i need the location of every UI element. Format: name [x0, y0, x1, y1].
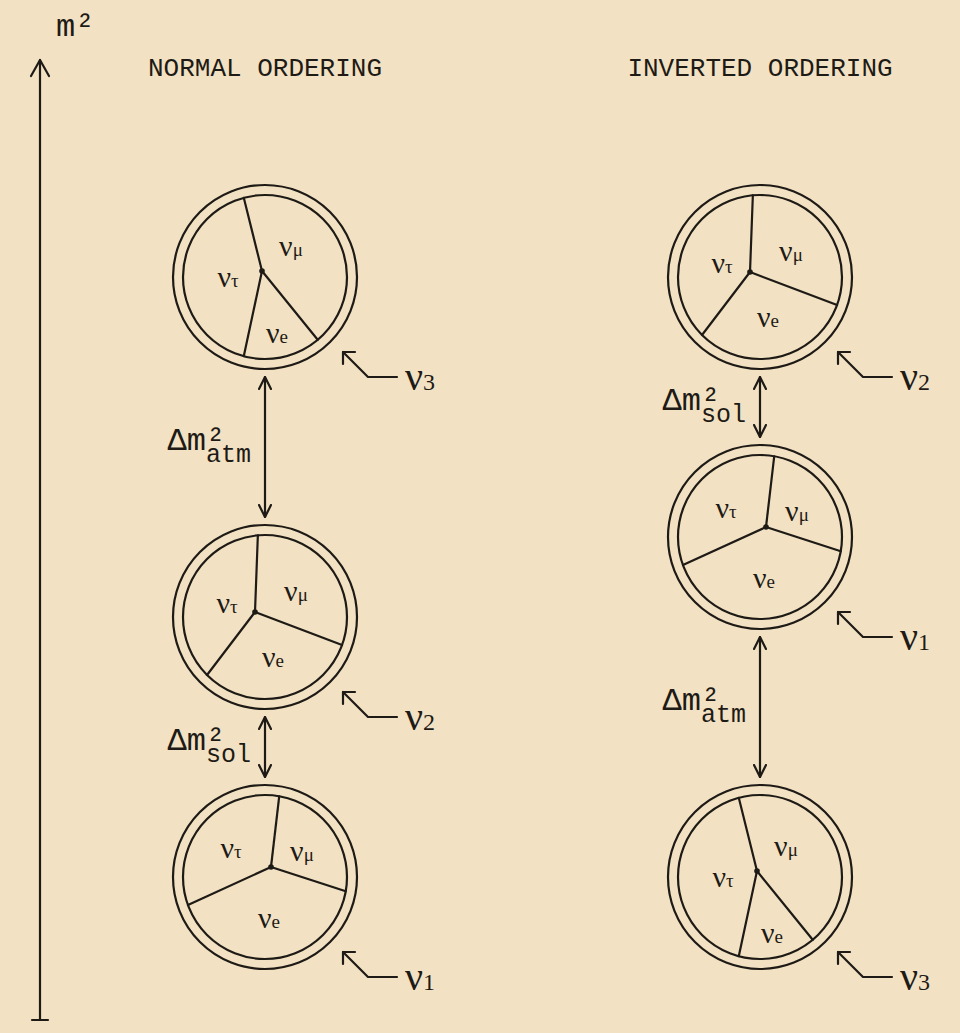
ring-outline — [183, 535, 347, 699]
leader-arrowhead — [838, 352, 850, 364]
splitting-subscript: sol — [701, 403, 746, 428]
flavor-divider — [188, 867, 271, 905]
leader-arrowhead — [343, 952, 355, 964]
ring-outline — [183, 195, 347, 359]
mass-state-circle: νμ ντ νe — [171, 783, 359, 971]
mass-state-label: ν1 — [900, 617, 930, 657]
column-heading: INVERTED ORDERING — [627, 56, 892, 82]
pie-outline — [666, 183, 854, 371]
ring-outline — [678, 795, 842, 959]
splitting-arrow — [264, 377, 266, 517]
pie-outline — [171, 523, 359, 711]
leader-arrow — [343, 952, 397, 977]
leader-arrow — [838, 612, 892, 637]
ring-outline — [173, 185, 357, 369]
pie-outline — [666, 783, 854, 971]
pie-outline — [666, 443, 854, 631]
flavor-label: ντ — [715, 493, 736, 523]
axis-arrowhead — [31, 60, 49, 76]
mass-state-circle: νμ ντνe — [171, 183, 359, 371]
flavor-label: νe — [262, 642, 284, 672]
column-heading: NORMAL ORDERING — [148, 56, 382, 82]
mass-state-circle: νμ ντνe — [171, 523, 359, 711]
flavor-label: νe — [757, 302, 779, 332]
splitting-subscript: sol — [206, 743, 251, 768]
ring-outline — [668, 785, 852, 969]
pie-outline — [171, 183, 359, 371]
leader-arrowhead — [343, 692, 355, 704]
flavor-divider — [207, 612, 255, 675]
junction-dot — [763, 524, 769, 530]
mass-state-circle: νμ ντνe — [666, 183, 854, 371]
ring-outline — [678, 455, 842, 619]
splitting-subscript: atm — [206, 443, 251, 468]
ring-outline — [183, 795, 347, 959]
leader-arrow — [343, 352, 397, 377]
axis-cap — [32, 1019, 48, 1021]
junction-dot — [252, 609, 258, 615]
flavor-divider — [244, 271, 262, 356]
flavor-divider — [750, 195, 753, 272]
ring-outline — [173, 785, 357, 969]
ring-outline — [668, 185, 852, 369]
splitting-subscript: atm — [701, 703, 746, 728]
flavor-label: νe — [753, 563, 775, 593]
junction-dot — [747, 269, 753, 275]
flavor-divider — [244, 198, 262, 271]
mass-state-label: ν3 — [900, 957, 930, 997]
flavor-label: νμ — [284, 576, 308, 606]
mass-axis — [39, 60, 41, 1020]
flavor-label: ντ — [216, 588, 237, 618]
flavor-divider — [271, 867, 346, 891]
splitting-arrow — [264, 717, 266, 777]
flavor-label: νμ — [290, 836, 314, 866]
flavor-divider — [766, 456, 774, 527]
splitting-arrow — [759, 637, 761, 777]
flavor-divider — [702, 272, 750, 335]
ring-outline — [668, 445, 852, 629]
flavor-label: ντ — [711, 248, 732, 278]
junction-dot — [754, 868, 760, 874]
flavor-divider — [739, 871, 757, 956]
flavor-label: νμ — [774, 831, 798, 861]
flavor-divider — [739, 798, 757, 871]
flavor-divider — [766, 527, 841, 551]
pie-outline — [171, 783, 359, 971]
flavor-label: ντ — [712, 862, 733, 892]
axis-label: m² — [56, 12, 94, 44]
leader-arrowhead — [838, 612, 850, 624]
leader-arrow — [343, 692, 397, 717]
mass-state-label: ν1 — [405, 957, 435, 997]
flavor-label: ντ — [220, 833, 241, 863]
leader-arrow — [838, 352, 892, 377]
mass-state-label: ν2 — [900, 357, 930, 397]
leader-arrowhead — [343, 352, 355, 364]
mass-state-circle: νμ ντνe — [666, 783, 854, 971]
splitting-arrow — [759, 377, 761, 437]
leader-arrow — [838, 952, 892, 977]
flavor-divider — [683, 527, 766, 565]
flavor-label: νμ — [279, 231, 303, 261]
flavor-label: νe — [761, 918, 783, 948]
flavor-divider — [271, 796, 279, 867]
junction-dot — [268, 864, 274, 870]
ring-outline — [678, 195, 842, 359]
flavor-label: νμ — [779, 236, 803, 266]
ring-outline — [173, 525, 357, 709]
flavor-divider — [255, 535, 258, 612]
mass-state-label: ν2 — [405, 697, 435, 737]
junction-dot — [259, 268, 265, 274]
flavor-label: νμ — [785, 496, 809, 526]
mass-state-circle: νμ ντ νe — [666, 443, 854, 631]
leader-arrowhead — [838, 952, 850, 964]
mass-state-label: ν3 — [405, 357, 435, 397]
flavor-label: νe — [258, 903, 280, 933]
flavor-label: ντ — [217, 262, 238, 292]
flavor-label: νe — [266, 318, 288, 348]
